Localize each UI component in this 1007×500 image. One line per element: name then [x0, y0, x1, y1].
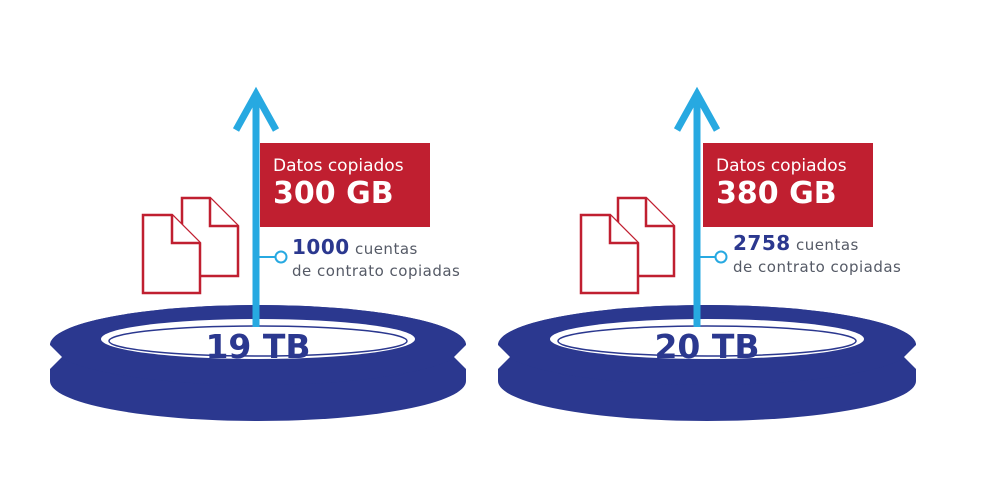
connector-dot-icon: [256, 250, 288, 264]
disk-platter-icon: [50, 305, 466, 421]
disk-platter-icon: [498, 305, 916, 421]
storage-illustration-2: [498, 86, 916, 421]
arrow-up-icon: [232, 86, 280, 327]
copied-data-caption: Datos copiados: [716, 156, 847, 176]
accounts-count: 1000: [292, 235, 350, 259]
storage-illustration-1: [50, 86, 466, 421]
disk-capacity: 20 TB: [654, 327, 760, 366]
arrow-up-icon: [673, 86, 721, 327]
accounts-word: cuentas: [795, 236, 859, 254]
accounts-detail: de contrato copiadas: [733, 258, 902, 276]
copied-data-label: Datos copiados 380 GB: [703, 143, 873, 227]
storage-panel-1: Datos copiados 300 GB 1000 cuentas de co…: [0, 0, 503, 500]
connector-dot-icon: [697, 250, 728, 264]
disk-capacity: 19 TB: [205, 327, 311, 366]
copied-data-label: Datos copiados 300 GB: [260, 143, 430, 227]
accounts-word: cuentas: [354, 240, 418, 258]
copy-files-icon: [141, 196, 240, 295]
accounts-copied-text: 2758 cuentas de contrato copiadas: [733, 232, 901, 278]
copied-data-value: 380 GB: [716, 176, 837, 211]
copy-files-icon: [579, 196, 676, 295]
accounts-detail: de contrato copiadas: [292, 262, 461, 280]
storage-panel-2: Datos copiados 380 GB 2758 cuentas de co…: [450, 0, 953, 500]
accounts-copied-text: 1000 cuentas de contrato copiadas: [292, 236, 460, 282]
copied-data-value: 300 GB: [273, 176, 394, 211]
accounts-count: 2758: [733, 231, 791, 255]
copied-data-caption: Datos copiados: [273, 156, 404, 176]
